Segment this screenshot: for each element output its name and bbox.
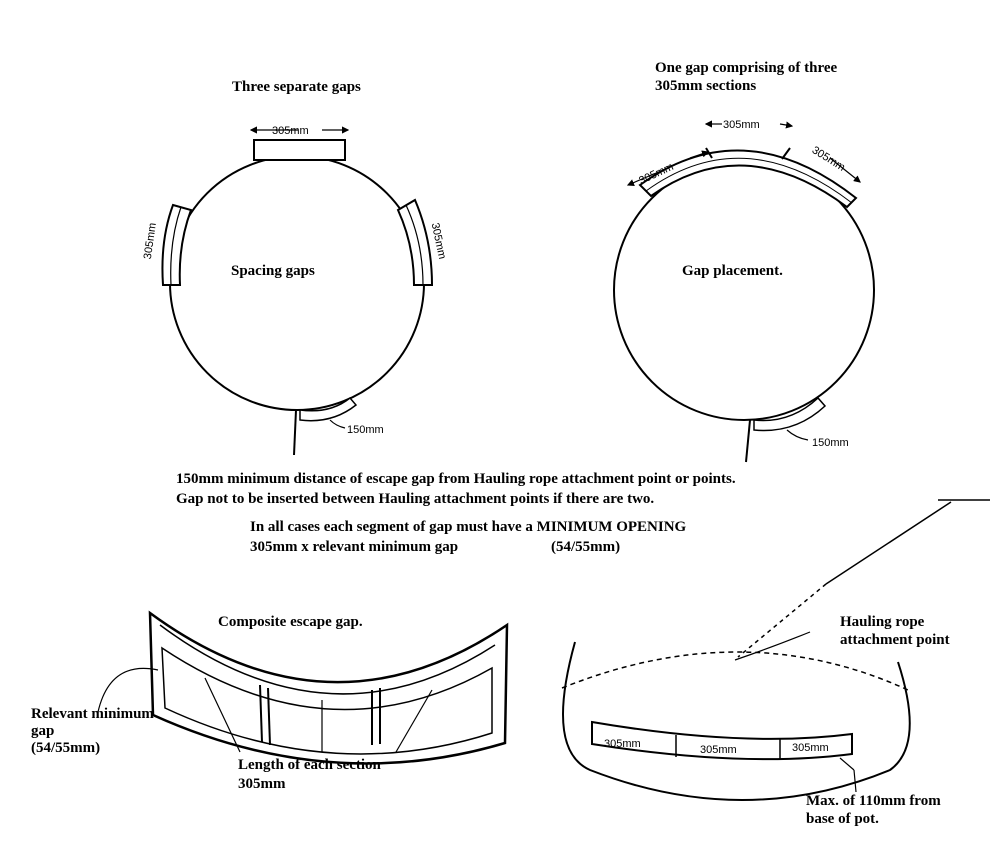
note-line2: Gap not to be inserted between Hauling a… — [176, 491, 655, 507]
composite-gap-frame — [148, 610, 509, 765]
rope-right — [745, 419, 751, 463]
pot-rim-dashed — [561, 651, 909, 691]
gap-right — [396, 198, 434, 286]
label-length-line1: Length of each section — [238, 757, 381, 773]
gap-left — [161, 203, 193, 286]
dim-base-section-1: 305mm — [604, 738, 641, 750]
label-hauling-line1: Hauling rope — [840, 614, 925, 630]
title-composite-escape-gap: Composite escape gap. — [218, 614, 363, 630]
dim-base-section-2: 305mm — [700, 744, 737, 756]
gap-bottom-marker-right — [753, 396, 827, 432]
label-max-line2: base of pot. — [806, 811, 879, 827]
note-line3: In all cases each segment of gap must ha… — [250, 519, 687, 535]
label-hauling-line2: attachment point — [840, 632, 950, 648]
label-spacing-gaps: Spacing gaps — [231, 263, 315, 279]
dim-bottom-left: 150mm — [347, 424, 384, 436]
pot-base-gap — [591, 720, 853, 761]
rope-left — [293, 409, 297, 456]
label-gap-placement: Gap placement. — [682, 263, 783, 279]
dim-base-section-3: 305mm — [792, 742, 829, 754]
gap-top-left — [253, 139, 346, 161]
note-line4-value: (54/55mm) — [551, 539, 621, 555]
label-relevant-line3: (54/55mm) — [31, 740, 101, 756]
title-one-gap-line2: 305mm sections — [655, 78, 757, 94]
label-relevant-line2: gap — [31, 723, 55, 739]
note-line4: 305mm x relevant minimum gap — [250, 539, 459, 555]
label-max-line1: Max. of 110mm from — [806, 793, 941, 809]
hauling-rope — [825, 501, 952, 585]
pot-base-outline — [562, 641, 911, 801]
dim-section-2: 305mm — [723, 119, 760, 131]
pot-outline-left — [169, 155, 425, 411]
title-three-separate-gaps: Three separate gaps — [232, 79, 361, 95]
note-line1: 150mm minimum distance of escape gap fro… — [176, 471, 736, 487]
dim-bottom-right: 150mm — [812, 437, 849, 449]
label-length-line2: 305mm — [238, 776, 286, 792]
gap-bottom-marker-left — [299, 396, 358, 422]
label-relevant-line1: Relevant minimum — [31, 706, 154, 722]
dim-top-left: 305mm — [272, 125, 309, 137]
title-one-gap-line1: One gap comprising of three — [655, 60, 838, 76]
